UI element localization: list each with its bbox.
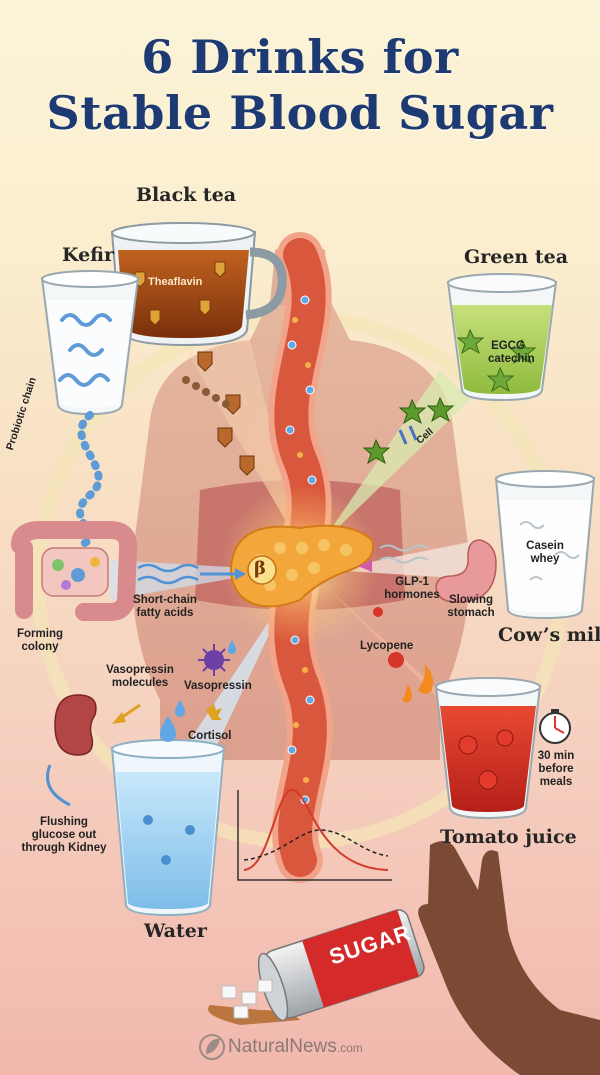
- cell-receptor-icon: [398, 425, 418, 445]
- water-glass-icon: [110, 716, 226, 917]
- label-scfa-line-1: Short-chain: [133, 594, 197, 606]
- drink-label-water: Water: [144, 920, 207, 942]
- label-time-line-2: before: [538, 763, 574, 775]
- egcg-star-icons: [362, 396, 455, 465]
- label-glp1-line-1: GLP-1: [395, 576, 429, 588]
- green-tea-beam: [320, 370, 470, 545]
- label-forming-colony-line-2: colony: [21, 641, 59, 653]
- glp1-arrow: [358, 560, 372, 572]
- label-glp1-line-2: hormones: [384, 589, 440, 601]
- sugar-can-icon: [208, 909, 425, 1025]
- scfa-waves: [137, 563, 199, 585]
- label-time-line-3: meals: [539, 776, 573, 788]
- label-casein-whey: Casein whey: [514, 540, 576, 566]
- water-beam: [170, 590, 290, 770]
- water-drop-icons: [175, 640, 236, 717]
- stomach-icon: [435, 539, 497, 603]
- green-tea-glass-icon: [446, 273, 558, 402]
- tomato-flame-icons: [373, 607, 433, 703]
- drink-label-tomato-juice: Tomato juice: [440, 826, 577, 848]
- label-beta-cell: β: [254, 558, 266, 579]
- label-cortisol: Cortisol: [188, 730, 232, 742]
- drink-label-green-tea: Green tea: [464, 246, 569, 268]
- label-forming-colony-line-1: Forming: [17, 628, 63, 640]
- label-scfa: Short-chain fatty acids: [130, 594, 200, 620]
- label-flushing-glucose: Flushing glucose out through Kidney: [18, 816, 110, 855]
- kefir-glass-icon: [40, 270, 140, 416]
- timer-icon: [539, 709, 571, 744]
- label-vaso-mol-line-1: Vasopressin: [106, 664, 174, 676]
- pancreas-icon: [220, 485, 380, 645]
- label-theaflavin: Theaflavin: [148, 276, 203, 288]
- label-vasopressin-molecules: Vasopressin molecules: [100, 664, 180, 690]
- label-flush-line-1: Flushing: [40, 816, 88, 828]
- label-30-min-before-meals: 30 min before meals: [534, 750, 578, 789]
- milk-glass-icon: [494, 470, 596, 620]
- glucose-curve-chart: [237, 788, 392, 881]
- label-casein-line-2: whey: [530, 553, 560, 565]
- label-slowing-line-1: Slowing: [448, 594, 494, 606]
- label-time-line-1: 30 min: [537, 750, 575, 762]
- label-flush-line-3: through Kidney: [21, 842, 107, 854]
- label-flush-line-2: glucose out: [31, 829, 97, 841]
- brand-logo: NaturalNews.com: [228, 1036, 363, 1058]
- drink-label-black-tea: Black tea: [136, 184, 237, 206]
- molecule-chain: [182, 376, 230, 408]
- label-egcg-line-1: EGCG: [491, 340, 525, 352]
- drink-label-cows-milk: Cow’s milk: [498, 624, 600, 646]
- label-forming-colony: Forming colony: [10, 628, 70, 654]
- label-slowing-stomach: Slowing stomach: [440, 594, 502, 620]
- label-vasopressin: Vasopressin: [184, 680, 252, 692]
- flush-arrow: [46, 764, 71, 807]
- page-title-line-2: Stable Blood Sugar: [46, 86, 554, 140]
- label-scfa-line-2: fatty acids: [136, 607, 194, 619]
- hand-icon: [418, 841, 600, 1075]
- label-egcg: EGCG catechin: [488, 340, 535, 366]
- black-tea-mug-icon: [110, 222, 287, 347]
- page-title-line-1: 6 Drinks for: [141, 30, 459, 84]
- brand-name: NaturalNews: [228, 1036, 337, 1057]
- black-tea-beam: [180, 320, 300, 545]
- label-vaso-mol-line-2: molecules: [111, 677, 169, 689]
- brand-suffix: .com: [336, 1041, 363, 1055]
- intestine-icon: [11, 521, 138, 621]
- vasopressin-molecule-icon: [198, 644, 230, 676]
- milk-waves: [379, 544, 429, 564]
- kidney-icon: [54, 694, 97, 756]
- drink-label-kefir: Kefir: [62, 244, 115, 266]
- tomato-juice-glass-icon: [434, 677, 542, 820]
- label-lycopene: Lycopene: [360, 640, 414, 652]
- cortisol-icon: [206, 704, 222, 720]
- label-slowing-line-2: stomach: [447, 607, 495, 619]
- label-egcg-line-2: catechin: [488, 353, 535, 365]
- label-glp1: GLP-1 hormones: [382, 576, 442, 602]
- label-casein-line-1: Casein: [526, 540, 564, 552]
- leaf-logo-icon: [199, 1034, 225, 1060]
